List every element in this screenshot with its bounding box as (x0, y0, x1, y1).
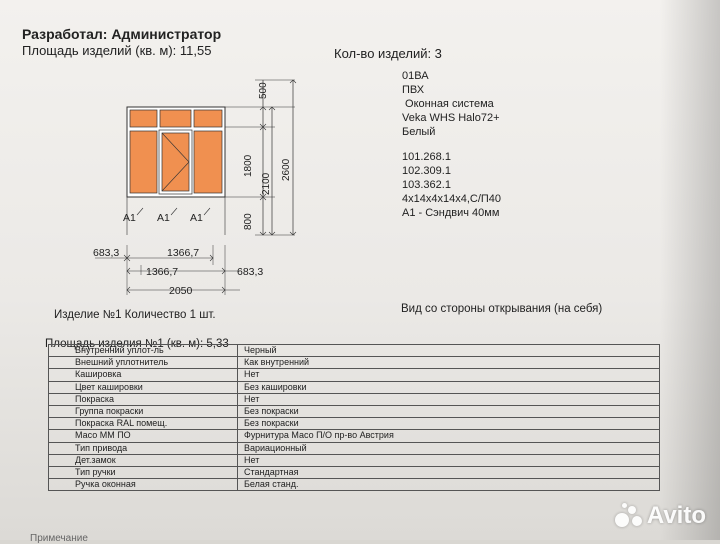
transom-middle (159, 109, 192, 128)
dim-right-offset: 683,3 (237, 266, 263, 278)
fill-label: А1 (190, 212, 203, 224)
items-count-label: Кол-во изделий: 3 (334, 46, 442, 61)
dim-full-width: 2050 (169, 285, 193, 297)
param-value: Без покраски (237, 417, 660, 431)
param-name: Покраска (48, 392, 238, 406)
spec-line: ПВХ (402, 84, 425, 96)
item-caption: Изделие №1 Количество 1 шт. (54, 309, 216, 321)
param-value: Без покраски (237, 404, 660, 419)
param-name: Внешний уплотнитель (48, 356, 238, 370)
pane-left (129, 130, 158, 194)
spec-code: 4х14х4х14х4,С/П40 (402, 193, 502, 205)
param-name: Цвет кашировки (48, 380, 238, 394)
total-area-label: Площадь изделий (кв. м): 11,55 (22, 43, 212, 58)
view-note: Вид со стороны открывания (на себя) (401, 303, 603, 315)
opening-line (161, 132, 190, 163)
dim-upper-width: 1366,7 (167, 247, 199, 259)
param-name: Группа покраски (48, 404, 238, 419)
transom-right (193, 109, 223, 128)
dim-total: 2600 (281, 158, 292, 181)
avito-watermark: Avito (614, 502, 706, 530)
param-value: Нет (237, 392, 660, 406)
dim-mid: 1800 (243, 154, 254, 177)
param-name: Дет.замок (48, 453, 238, 467)
transom-left (129, 109, 158, 128)
screen-shade (660, 0, 720, 540)
param-value: Фурнитура Масо П/О пр-во Австрия (237, 429, 660, 443)
table-row: Покраска RAL помещ.Без покраски (48, 417, 660, 431)
param-value: Вариационный (237, 441, 660, 455)
dim-total-inner: 2100 (261, 172, 272, 195)
avito-logo-icon (614, 503, 643, 529)
dim-bottom: 800 (243, 213, 254, 230)
param-name: Внутренний уплот-ль (48, 343, 238, 358)
spec-code: А1 - Сэндвич 40мм (402, 207, 500, 219)
window-drawing: А1 А1 А1 500 1800 2100 2600 800 683,3 13 (93, 79, 297, 297)
spec-code: 102.309.1 (402, 165, 451, 177)
fill-label: А1 (157, 212, 170, 224)
param-value: Без кашировки (237, 380, 660, 394)
developer-label: Разработал: Администратор (22, 26, 222, 42)
footer-note: Примечание (30, 533, 88, 544)
param-name: Ручка оконная (48, 478, 238, 492)
avito-wordmark: Avito (646, 502, 706, 529)
spec-line: 01ВА (402, 70, 429, 82)
dim-top: 500 (258, 82, 269, 99)
param-value: Нет (237, 453, 660, 467)
spec-code: 103.362.1 (402, 179, 451, 191)
spec-line: Veka WHS Halo72+ (402, 112, 500, 124)
param-value: Черный (237, 343, 660, 358)
pane-door (161, 132, 190, 192)
param-value: Белая станд. (237, 478, 660, 492)
param-name: Покраска RAL помещ. (48, 417, 238, 431)
opening-line (161, 161, 190, 192)
param-name: Тип привода (48, 441, 238, 455)
spec-line: Белый (402, 126, 436, 138)
param-value: Стандартная (237, 465, 660, 480)
fill-label: А1 (123, 212, 136, 224)
param-value: Нет (237, 368, 660, 382)
spec-code: 101.268.1 (402, 151, 451, 163)
param-name: Масо ММ ПО (48, 429, 238, 443)
pane-right (193, 130, 223, 194)
dim-lower-width: 1366,7 (146, 266, 178, 278)
dim-left-offset: 683,3 (93, 247, 119, 259)
param-name: Тип ручки (48, 465, 238, 480)
param-value: Как внутренний (237, 356, 660, 370)
param-name: Кашировка (48, 368, 238, 382)
spec-line: Оконная система (402, 98, 494, 110)
